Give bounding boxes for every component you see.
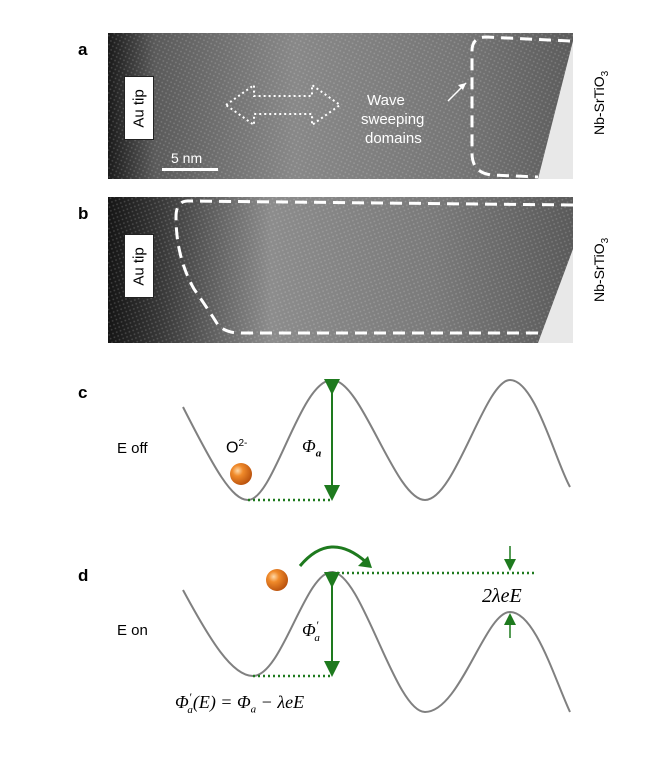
ion-label-c: O2- [226,438,248,457]
potential-curve-c [182,378,571,502]
tem-image-b-graphic [108,197,573,343]
scale-bar [162,168,218,171]
panel-d-label: d [78,566,89,585]
panel-b-label: b [78,204,89,223]
potential-curve-d [182,570,571,714]
substrate-wedge-a [538,41,573,179]
panel-c-label: c [78,383,88,402]
oxygen-ion-c [230,463,252,485]
tem-image-b [108,197,573,343]
tem-image-a-graphic [108,33,573,179]
au-tip-label-b: Au tip [124,234,154,298]
hop-arrow [298,545,367,567]
barrier-label-c: Φa [302,436,322,460]
substrate-wedge-b [538,249,573,343]
shift-label: 2λeE [482,585,522,607]
oxygen-ion-d [266,569,288,591]
domain-boundary-b [174,199,573,335]
barrier-label-d: Φ′a [302,618,320,644]
hollow-double-arrow [224,83,342,127]
hop-arrow-head [358,556,372,568]
wave-annotation: Wave sweeping domains [361,92,425,147]
state-label-e-off: E off [117,440,148,457]
tem-image-a [108,33,573,179]
scale-bar-label: 5 nm [171,150,203,166]
au-tip-label-a: Au tip [124,76,154,140]
domain-boundary-a [470,35,571,179]
state-label-e-on: E on [117,622,148,639]
panel-a-label: a [78,40,88,59]
barrier-equation: Φ′a(E) = Φa − λeE [175,690,305,716]
